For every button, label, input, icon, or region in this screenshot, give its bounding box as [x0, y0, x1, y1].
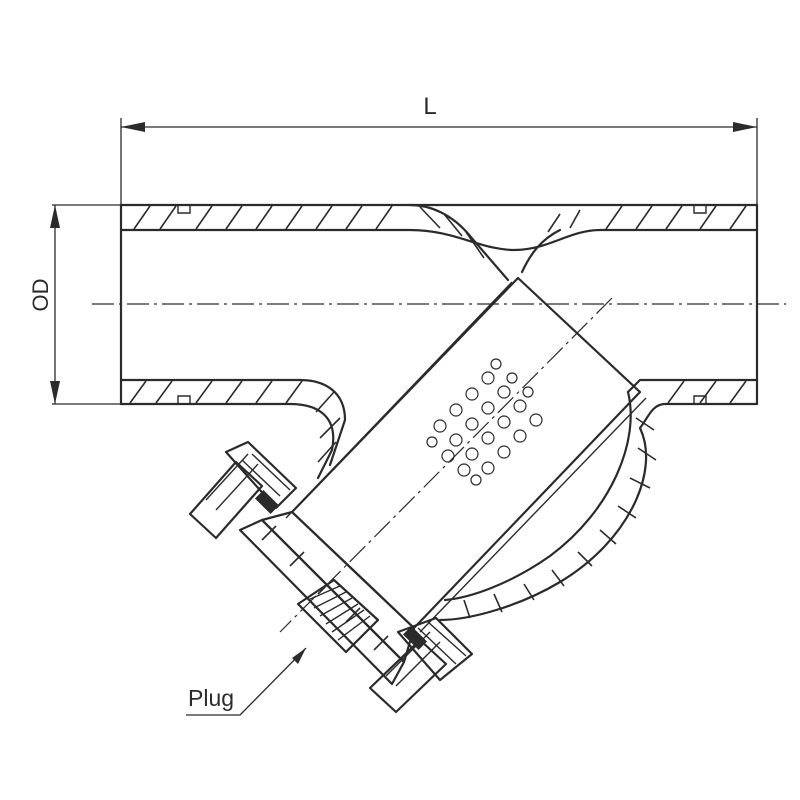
dim-od-arrow-top: [50, 205, 60, 228]
lower-gasket-mark: [402, 625, 428, 651]
branch-hatch: [419, 206, 657, 619]
branch-inner-wall: [443, 390, 632, 602]
cap-plate: [238, 518, 406, 686]
bottom-wall: [119, 378, 759, 480]
bottom-wall-inner-left: [119, 378, 347, 467]
plug-body: [296, 578, 380, 654]
upper-bolt-nut: [224, 440, 298, 510]
length-label: L: [423, 93, 436, 120]
bottom-wall-inner-right: [626, 378, 759, 394]
lower-bolt-head: [368, 638, 448, 714]
strainer-screen: [285, 276, 647, 633]
bottom-groove-right: [693, 395, 707, 404]
branch-outer-wall: [438, 426, 648, 622]
branch-upper-wall-outer: [408, 203, 510, 282]
length-dimension: L: [120, 93, 758, 205]
lower-bolt-nut: [396, 616, 474, 682]
top-groove-right: [693, 205, 707, 214]
upper-bolt: [188, 440, 298, 540]
lower-bolt-thread-4: [427, 621, 467, 657]
upper-bolt-thread-3: [241, 459, 281, 497]
top-groove-left: [177, 205, 191, 214]
lower-bolt: [368, 616, 474, 714]
screen-edge-lower: [419, 397, 647, 633]
od-label: OD: [28, 279, 53, 312]
bottom-wall-outer-left: [119, 402, 335, 480]
plug-callout: Plug: [186, 647, 307, 716]
plug: [296, 578, 380, 654]
top-wall-hatch: [133, 205, 747, 230]
od-dimension: OD: [28, 204, 121, 405]
upper-bolt-head: [188, 460, 264, 540]
lower-bolt-thread-2: [395, 641, 441, 687]
dim-l-arrow-right: [733, 122, 757, 132]
cap-flange: [238, 510, 416, 686]
top-wall: [119, 203, 759, 406]
upper-bolt-thread-2: [215, 463, 259, 511]
dim-od-arrow-bottom: [50, 381, 60, 404]
plug-leader-line: [186, 647, 307, 716]
bottom-groove-left: [177, 395, 191, 404]
y-branch-body: [408, 203, 657, 622]
branch-upper-wall-inner: [520, 228, 562, 274]
plug-label: Plug: [188, 685, 234, 711]
upper-bolt-thread-1: [205, 453, 249, 501]
screen-perforations: [426, 358, 543, 486]
bottom-wall-hatch: [129, 380, 747, 463]
top-wall-inner: [119, 228, 759, 252]
plug-leader-arrow: [292, 648, 306, 664]
screen-centerline: [279, 297, 613, 633]
bottom-wall-outer-right: [638, 402, 759, 430]
dim-l-arrow-left: [121, 122, 145, 132]
upper-bolt-thread-4: [251, 453, 291, 491]
screen-edge-upper: [285, 281, 513, 519]
lower-bolt-thread-3: [417, 627, 457, 665]
upper-gasket-mark: [254, 489, 280, 515]
